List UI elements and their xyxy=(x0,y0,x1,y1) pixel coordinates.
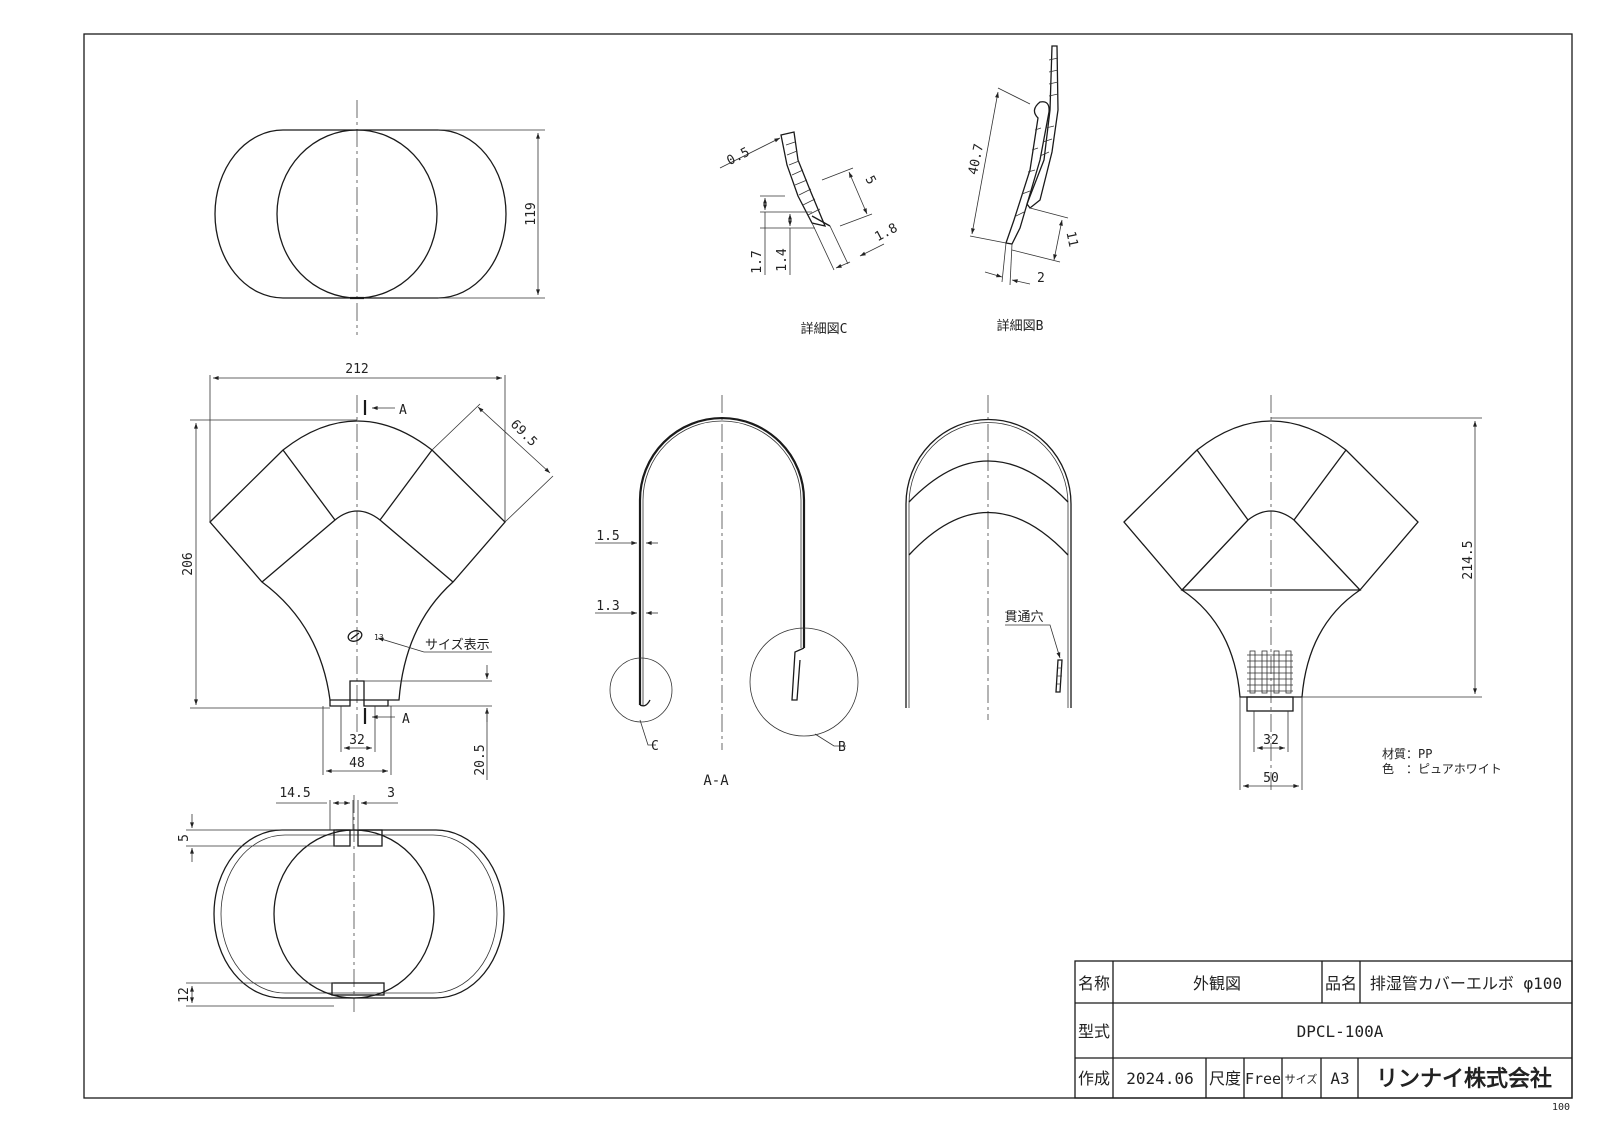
through-hole-slot xyxy=(1055,659,1063,693)
section-thickness-lower-label: 1.3 xyxy=(596,599,619,614)
scale-value: Free xyxy=(1245,1070,1281,1088)
company-name: リンナイ株式会社 xyxy=(1376,1066,1552,1092)
back-view: 214.5 32 50 xyxy=(1123,395,1482,790)
through-hole-label: 貫通穴 xyxy=(1004,610,1043,625)
title-block: 名称 外観図 品名 排湿管カバーエルボ φ100 型式 DPCL-100A 作成… xyxy=(1074,960,1573,1099)
detail-c-title: 詳細図C xyxy=(801,321,848,337)
material-note: 材質：PP 色 ：ピュアホワイト xyxy=(1382,746,1502,776)
detail-b-callout: B xyxy=(838,740,846,755)
size-note: サイズ表示 xyxy=(425,637,490,653)
top-view: 119 xyxy=(214,100,545,335)
side-view: 貫通穴 xyxy=(905,395,1072,720)
model-label: 型式 xyxy=(1078,1022,1110,1041)
front-width-label: 212 xyxy=(345,362,368,377)
arm-width-dimension xyxy=(477,406,551,474)
detail-c-profile xyxy=(780,131,827,227)
front-bottom-slot xyxy=(329,680,389,707)
size-label: サイズ xyxy=(1285,1072,1318,1086)
section-profile-outer xyxy=(638,416,806,705)
detail-b-inner-wall xyxy=(1005,101,1050,245)
name-label: 名称 xyxy=(1078,974,1110,993)
slot-width-label: 32 xyxy=(349,733,365,748)
detail-b-title: 詳細図B xyxy=(997,318,1044,334)
detail-c-tip-label: 0.5 xyxy=(725,145,753,169)
base-height-label: 20.5 xyxy=(473,744,488,775)
detail-b: 40.7 11 2 詳細図B xyxy=(966,45,1080,334)
name-value: 外観図 xyxy=(1193,974,1241,993)
detail-c-callout: C xyxy=(651,739,659,754)
top-height-label: 119 xyxy=(524,202,539,225)
top-view-outline xyxy=(214,129,507,299)
detail-c-h1-label: 1.7 xyxy=(750,250,765,273)
detail-b-length-label: 40.7 xyxy=(966,142,987,176)
back-height-label: 214.5 xyxy=(1461,540,1476,579)
size-mark-number: 13 xyxy=(374,633,384,642)
detail-c: 0.5 5 1.8 1.7 1.4 詳細図C xyxy=(719,131,900,337)
product-label: 品名 xyxy=(1325,974,1357,993)
color-line: 色 ：ピュアホワイト xyxy=(1382,762,1502,776)
side-view-outline xyxy=(905,418,1072,708)
bottom-bottom-offset-label: 12 xyxy=(177,987,192,1003)
detail-b-height-label: 11 xyxy=(1062,230,1080,248)
created-label: 作成 xyxy=(1078,1069,1110,1088)
bottom-view-inner-ring xyxy=(273,829,435,999)
scale-label: 尺度 xyxy=(1209,1069,1241,1088)
material-line: 材質：PP xyxy=(1382,746,1432,761)
bottom-right-label: 3 xyxy=(387,786,395,801)
arm-width-label: 69.5 xyxy=(507,417,540,450)
bottom-view: 14.5 3 5 12 xyxy=(177,786,505,1012)
back-base-width-label: 50 xyxy=(1263,771,1279,786)
detail-b-width-label: 2 xyxy=(1037,271,1045,286)
bottom-view-outline xyxy=(213,829,505,999)
detail-c-length-label: 5 xyxy=(862,173,879,187)
corner-number: 100 xyxy=(1552,1102,1570,1113)
base-width-label: 48 xyxy=(349,756,365,771)
section-thickness-upper-label: 1.5 xyxy=(596,529,619,544)
model-value: DPCL-100A xyxy=(1297,1022,1384,1041)
created-value: 2024.06 xyxy=(1126,1069,1193,1088)
back-vent-slots xyxy=(1247,650,1293,694)
section-marker-top: A xyxy=(399,403,407,418)
detail-c-width-label: 1.8 xyxy=(872,221,900,245)
size-mark-icon xyxy=(347,630,363,642)
product-value: 排湿管カバーエルボ φ100 xyxy=(1370,974,1562,993)
front-view-outline xyxy=(209,420,506,701)
detail-b-outer-wall xyxy=(1026,45,1059,209)
top-view-inner-ring xyxy=(276,129,438,299)
back-slot-width-label: 32 xyxy=(1263,733,1279,748)
section-profile-inner xyxy=(642,420,802,705)
section-marker-bottom: A xyxy=(402,712,410,727)
bottom-left-label: 14.5 xyxy=(279,786,310,801)
front-view: 13 サイズ表示 A A 212 206 69.5 32 48 xyxy=(181,362,554,780)
section-a-a: 1.5 1.3 C B A-A xyxy=(595,395,859,789)
section-title: A-A xyxy=(703,773,729,789)
size-value: A3 xyxy=(1330,1069,1349,1088)
detail-c-h2-label: 1.4 xyxy=(775,248,790,272)
detail-b-circle xyxy=(749,627,859,737)
back-view-outline xyxy=(1123,420,1419,698)
front-height-label: 206 xyxy=(181,552,196,575)
sheet-border xyxy=(83,33,1573,1099)
bottom-top-offset-label: 5 xyxy=(177,834,192,842)
